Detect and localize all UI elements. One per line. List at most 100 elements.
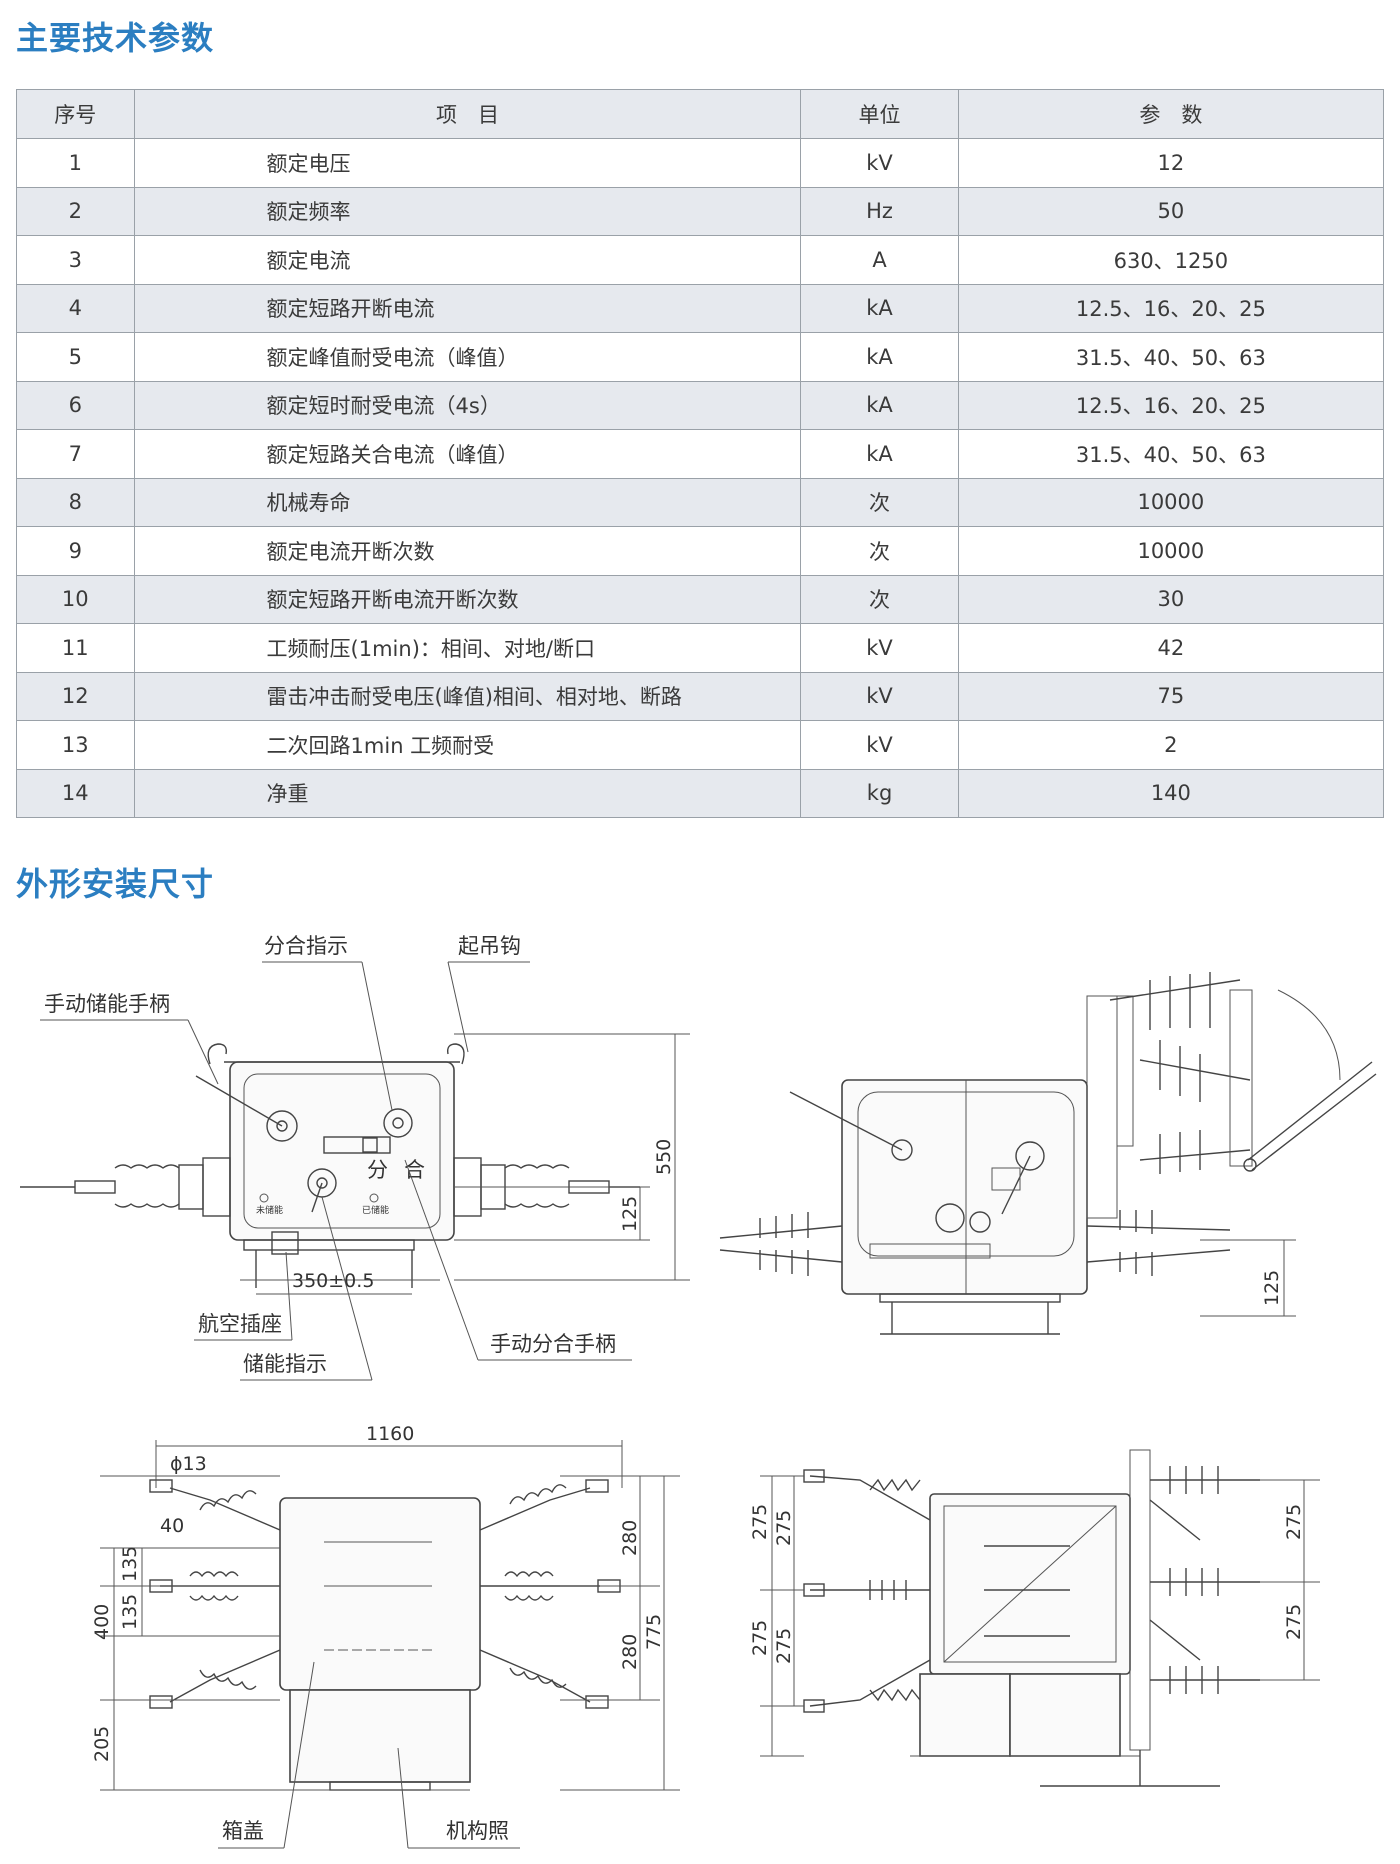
panel-open-label: 分: [367, 1158, 388, 1182]
cell-item: 机械寿命: [133, 477, 802, 527]
dim-front-height: 550: [653, 1139, 675, 1175]
cell-unit: kg: [800, 768, 959, 818]
cell-item: 额定电压: [133, 138, 802, 188]
cell-item: 额定短时耐受电流（4s）: [133, 380, 802, 430]
cell-value: 12.5、16、20、25: [957, 380, 1385, 430]
table-row: 9 额定电流开断次数 次 10000: [16, 526, 1385, 576]
dim-top-right-spacing-2: 280: [619, 1634, 641, 1670]
cell-no: 14: [16, 768, 135, 818]
table-row: 4 额定短路开断电流 kA 12.5、16、20、25: [16, 283, 1385, 333]
dim-top-phase-spacing-1: 135: [119, 1546, 141, 1582]
cell-item: 额定短路开断电流开断次数: [133, 574, 802, 624]
cell-no: 4: [16, 283, 135, 333]
dim-end-left-spacing-4: 275: [749, 1620, 771, 1656]
header-item: 项 目: [133, 89, 802, 139]
label-lifting-hook: 起吊钩: [458, 934, 521, 958]
table-row: 2 额定频率 Hz 50: [16, 186, 1385, 236]
end-view-drawing: 275 275 275 275 275 275: [749, 1449, 1320, 1787]
table-row: 10 额定短路开断电流开断次数 次 30: [16, 574, 1385, 624]
label-manual-open-close-handle: 手动分合手柄: [490, 1332, 616, 1356]
cell-item: 净重: [133, 768, 802, 818]
cell-item: 额定频率: [133, 186, 802, 236]
label-mechanism-cover: 机构照: [446, 1819, 509, 1843]
cell-value: 10000: [957, 526, 1385, 576]
header-value: 参 数: [957, 89, 1385, 139]
table-header-row: 序号 项 目 单位 参 数: [16, 89, 1385, 139]
cell-item: 二次回路1min 工频耐受: [133, 720, 802, 770]
technical-parameters-table: 序号 项 目 单位 参 数 1 额定电压 kV 12 2 额定频率 Hz 50 …: [16, 89, 1385, 818]
table-row: 14 净重 kg 140: [16, 768, 1385, 818]
dim-top-terminal-offset: 40: [160, 1515, 184, 1537]
dim-top-mechanism-depth: 205: [91, 1726, 113, 1762]
cell-value: 12.5、16、20、25: [957, 283, 1385, 333]
table-row: 13 二次回路1min 工频耐受 kV 2: [16, 720, 1385, 770]
top-view-drawing: 1160 ϕ13 40 135 135 400 205 280 280 775 …: [91, 1423, 680, 1849]
header-unit: 单位: [800, 89, 959, 139]
side-view-drawing: 125: [719, 972, 1377, 1335]
cell-unit: kA: [800, 283, 959, 333]
cell-unit: Hz: [800, 186, 959, 236]
cell-unit: 次: [800, 477, 959, 527]
cell-no: 3: [16, 235, 135, 285]
cell-unit: kV: [800, 138, 959, 188]
label-aviation-socket: 航空插座: [198, 1312, 282, 1336]
cell-value: 50: [957, 186, 1385, 236]
cell-value: 30: [957, 574, 1385, 624]
cell-no: 10: [16, 574, 135, 624]
cell-unit: kA: [800, 380, 959, 430]
dim-top-overall-depth: 775: [643, 1614, 665, 1650]
cell-unit: 次: [800, 574, 959, 624]
dim-end-left-spacing-3: 275: [749, 1504, 771, 1540]
cell-unit: kA: [800, 332, 959, 382]
cell-unit: kV: [800, 671, 959, 721]
table-row: 8 机械寿命 次 10000: [16, 477, 1385, 527]
cell-item: 额定短路开断电流: [133, 283, 802, 333]
label-charging-indicator: 储能指示: [243, 1352, 327, 1376]
cell-unit: 次: [800, 526, 959, 576]
cell-no: 12: [16, 671, 135, 721]
cell-value: 42: [957, 623, 1385, 673]
cell-value: 31.5、40、50、63: [957, 332, 1385, 382]
dim-front-base-width: 350±0.5: [292, 1270, 374, 1292]
cell-no: 11: [16, 623, 135, 673]
cell-no: 8: [16, 477, 135, 527]
cell-value: 140: [957, 768, 1385, 818]
cell-no: 5: [16, 332, 135, 382]
label-box-cover: 箱盖: [222, 1819, 264, 1843]
cell-unit: kV: [800, 623, 959, 673]
table-row: 1 额定电压 kV 12: [16, 138, 1385, 188]
cell-value: 10000: [957, 477, 1385, 527]
dim-top-depth: 400: [91, 1604, 113, 1640]
cell-no: 2: [16, 186, 135, 236]
dim-end-left-spacing-1: 275: [773, 1510, 795, 1546]
header-no: 序号: [16, 89, 135, 139]
dim-top-phase-spacing-2: 135: [119, 1594, 141, 1630]
dim-top-hole-diameter: ϕ13: [170, 1453, 207, 1475]
dim-end-right-spacing-2: 275: [1283, 1604, 1305, 1640]
dim-side-height: 125: [1261, 1270, 1283, 1306]
dim-front-terminal-height: 125: [619, 1196, 641, 1232]
section-title-installation-dimensions: 外形安装尺寸: [16, 865, 215, 903]
cell-no: 9: [16, 526, 135, 576]
table-row: 11 工频耐压(1min)：相间、对地/断口 kV 42: [16, 623, 1385, 673]
panel-uncharged-label: 未储能: [256, 1204, 283, 1216]
label-manual-charging-handle: 手动储能手柄: [44, 992, 170, 1016]
cell-no: 6: [16, 380, 135, 430]
table-row: 6 额定短时耐受电流（4s） kA 12.5、16、20、25: [16, 380, 1385, 430]
cell-unit: A: [800, 235, 959, 285]
panel-charged-label: 已储能: [362, 1204, 389, 1216]
label-open-close-indicator: 分合指示: [264, 934, 348, 958]
cell-item: 雷击冲击耐受电压(峰值)相间、相对地、断路: [133, 671, 802, 721]
cell-item: 工频耐压(1min)：相间、对地/断口: [133, 623, 802, 673]
dim-top-total-width: 1160: [366, 1423, 414, 1445]
table-row: 12 雷击冲击耐受电压(峰值)相间、相对地、断路 kV 75: [16, 671, 1385, 721]
section-title-technical-parameters: 主要技术参数: [16, 19, 215, 57]
panel-close-label: 合: [404, 1158, 425, 1182]
cell-unit: kA: [800, 429, 959, 479]
dim-end-right-spacing-1: 275: [1283, 1504, 1305, 1540]
cell-value: 75: [957, 671, 1385, 721]
cell-value: 12: [957, 138, 1385, 188]
cell-item: 额定电流开断次数: [133, 526, 802, 576]
front-view-drawing: 分 合 未储能 已储能 分合指示 起吊钩 手动储能手柄 航空插座 储能指示 手动…: [20, 934, 690, 1381]
